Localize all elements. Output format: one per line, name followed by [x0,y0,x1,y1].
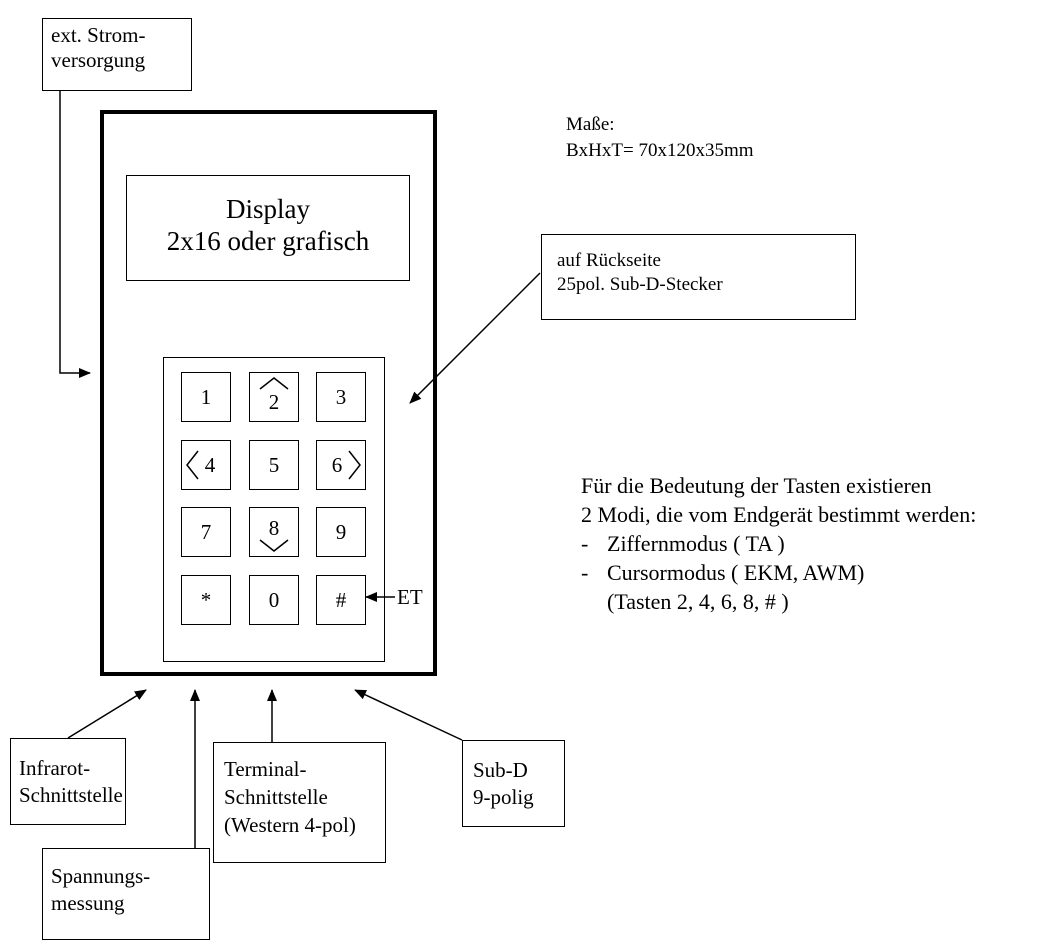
key-7[interactable]: 7 [181,507,231,557]
device-housing [100,110,437,676]
key-0-label: 0 [268,587,280,612]
infrared-line1: Infrarot- [19,756,91,780]
key-7-label: 7 [200,519,212,544]
voltage-line1: Spannungs- [51,864,151,888]
key-hash-label: # [335,587,347,612]
back-connector-arrow [409,272,541,404]
infrared-arrow [67,689,147,739]
description-line2: 2 Modi, die vom Endgerät bestimmt werden… [581,502,977,527]
keypad [163,357,385,662]
key-8-down[interactable]: 8 [249,507,299,557]
power-supply-line2: versorgung [51,48,146,72]
left-caret-icon [186,450,199,480]
mode-1-text: Ziffernmodus ( TA ) [607,531,785,556]
description-line1: Für die Bedeutung der Tasten existieren [581,473,932,498]
key-star-label: * [200,587,212,612]
dimensions-value: BxHxT= 70x120x35mm [566,140,754,161]
key-5[interactable]: 5 [249,440,299,490]
key-4-left[interactable]: 4 [181,440,231,490]
subd-line2: 9-polig [473,785,534,809]
back-connector-line2: 25pol. Sub-D-Stecker [557,274,723,295]
infrared-label-box: Infrarot- Schnittstelle [10,738,126,825]
key-4-label: 4 [204,452,216,477]
subd-line1: Sub-D [473,758,528,782]
mode-2-text: Cursormodus ( EKM, AWM) [607,560,865,585]
key-3-label: 3 [335,384,347,409]
key-1[interactable]: 1 [181,372,231,422]
key-star[interactable]: * [181,575,231,625]
key-1-label: 1 [200,384,212,409]
key-5-label: 5 [268,452,280,477]
display-line2: 2x16 oder grafisch [166,226,370,256]
right-caret-icon [348,450,361,480]
power-supply-line1: ext. Strom- [51,23,146,47]
terminal-label-box: Terminal- Schnittstelle (Western 4-pol) [213,742,386,863]
key-8-label: 8 [268,515,280,540]
terminal-line2: Schnittstelle [224,785,328,809]
et-label: ET [397,585,423,609]
terminal-line3: (Western 4-pol) [224,813,356,837]
infrared-line2: Schnittstelle [19,783,123,807]
key-3[interactable]: 3 [316,372,366,422]
key-2-label: 2 [268,389,280,414]
subd-label-box: Sub-D 9-polig [462,740,565,827]
key-hash[interactable]: # [316,575,366,625]
back-connector-label-box: auf Rückseite 25pol. Sub-D-Stecker [541,234,856,320]
key-0[interactable]: 0 [249,575,299,625]
key-9[interactable]: 9 [316,507,366,557]
display-line1: Display [226,194,310,224]
key-9-label: 9 [335,519,347,544]
voltage-label-box: Spannungs- messung [42,848,210,940]
device-display: Display 2x16 oder grafisch [126,175,410,281]
back-connector-line1: auf Rückseite [557,250,661,271]
power-arrow [59,91,91,378]
keys-note: (Tasten 2, 4, 6, 8, # ) [607,589,789,614]
subd-arrow [354,689,463,741]
down-caret-icon [259,539,289,552]
voltage-line2: messung [51,891,125,915]
key-2-up[interactable]: 2 [249,372,299,422]
power-supply-label-box: ext. Strom- versorgung [42,18,192,91]
mode-2-dash: - [581,560,589,585]
mode-1-dash: - [581,531,589,556]
terminal-line1: Terminal- [224,757,307,781]
up-caret-icon [259,377,289,390]
key-6-right[interactable]: 6 [316,440,366,490]
key-6-label: 6 [331,452,343,477]
dimensions-title: Maße: [566,114,615,135]
